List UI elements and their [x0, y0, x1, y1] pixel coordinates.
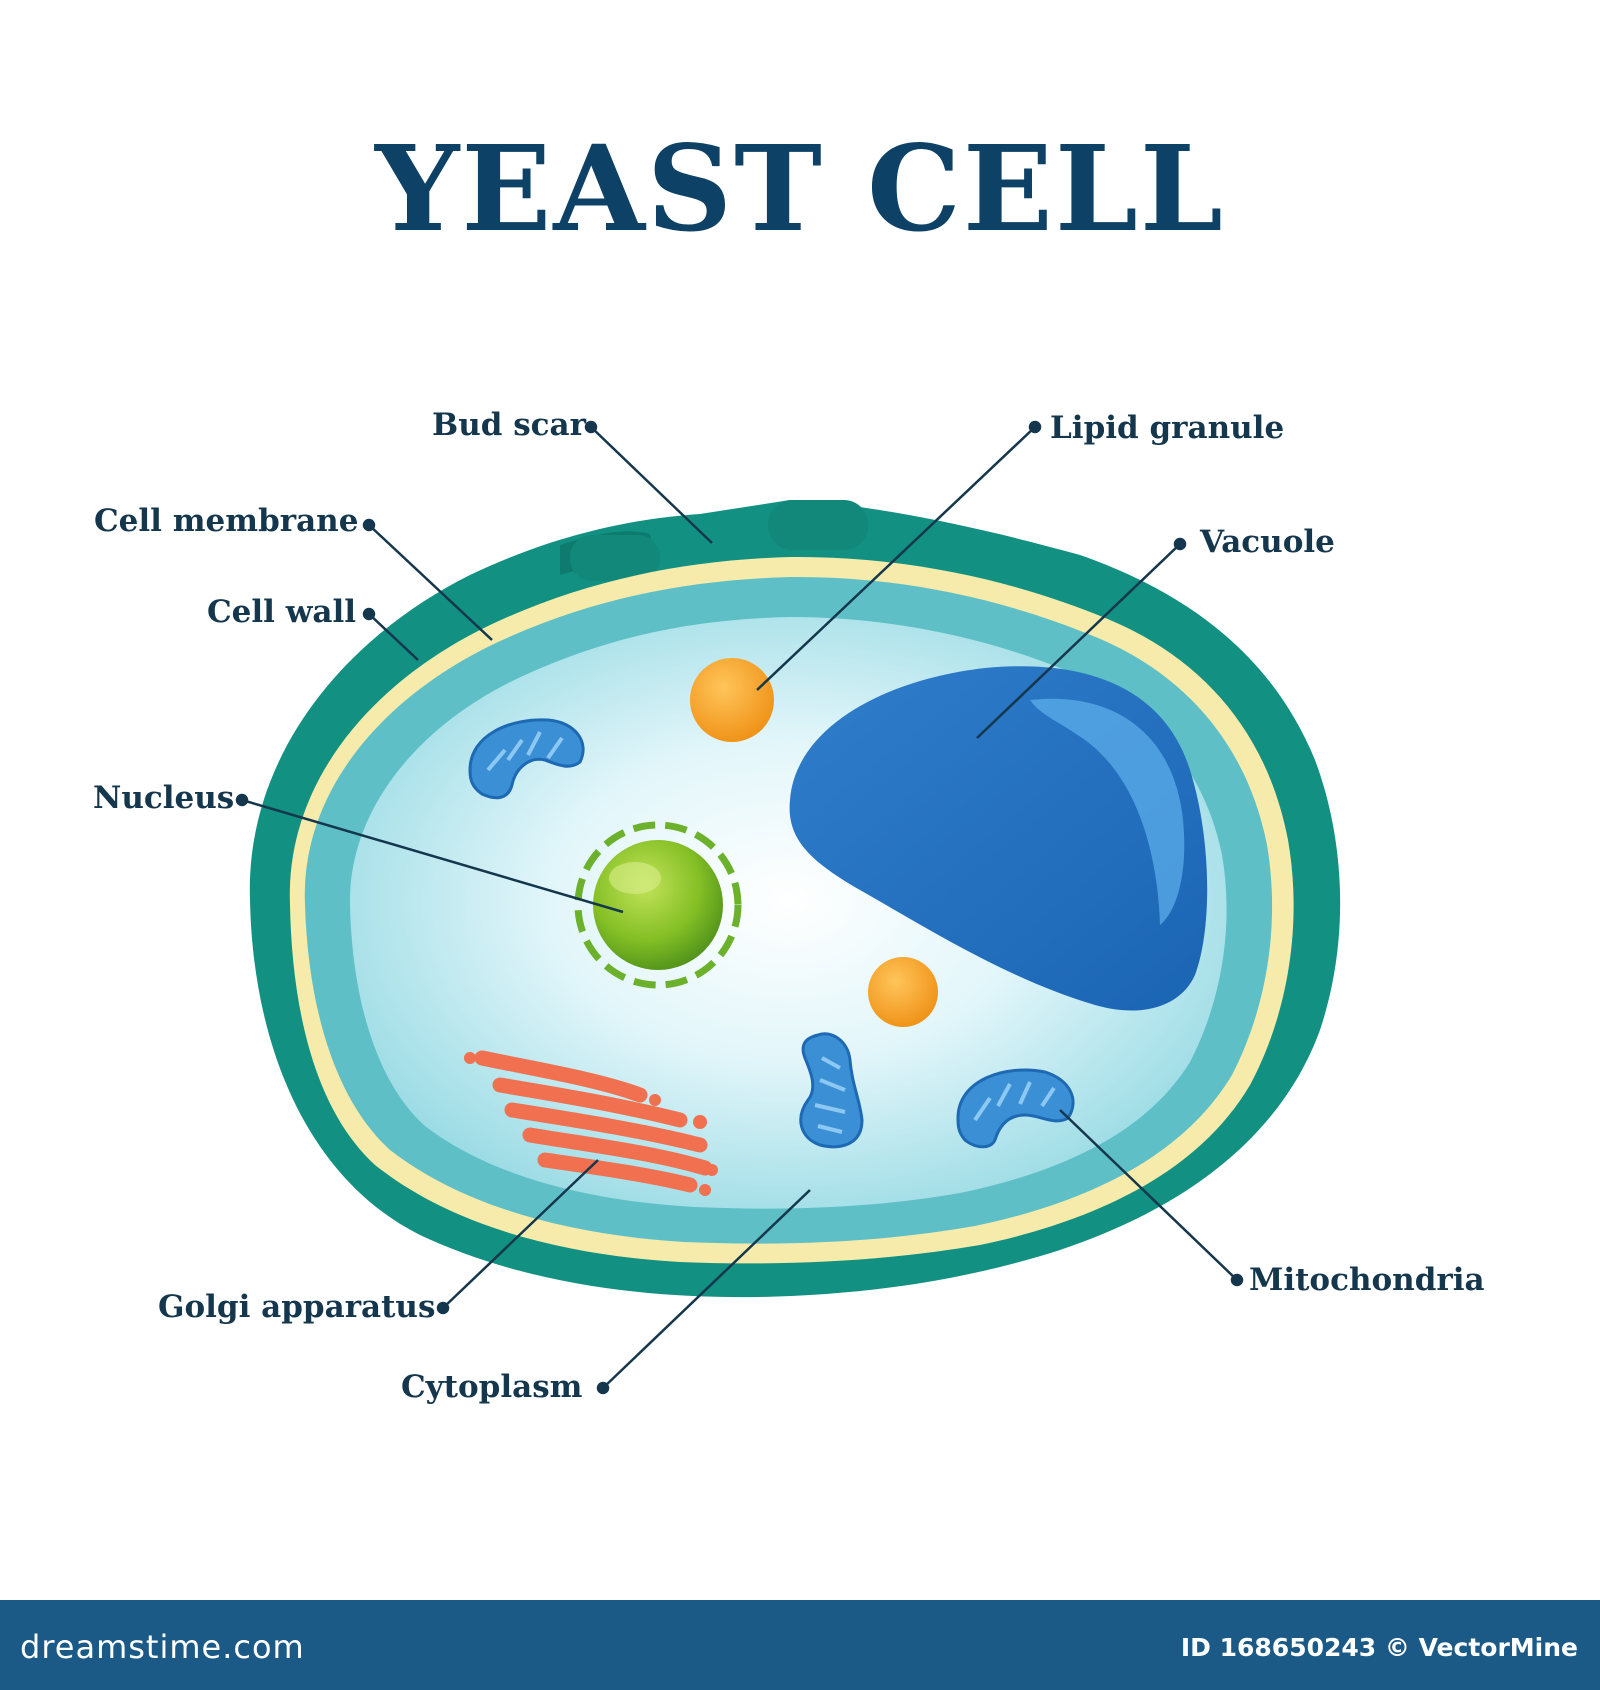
- leader-lipid-granule: [756, 426, 1036, 691]
- footer-brand[interactable]: dreamstime.com: [20, 1628, 305, 1666]
- label-golgi-apparatus: Golgi apparatus: [158, 1289, 436, 1325]
- label-cytoplasm: Cytoplasm: [401, 1369, 583, 1405]
- label-lipid-granule: Lipid granule: [1050, 410, 1285, 446]
- lipid-granule-2: [868, 957, 938, 1027]
- leader-nucleus: [241, 798, 624, 914]
- nuclear-envelope: [574, 821, 742, 989]
- nucleus-highlight: [609, 862, 661, 894]
- diagram-title: YEAST CELL: [375, 119, 1225, 258]
- vacuole-highlight: [1030, 698, 1185, 925]
- footer-image-id: ID 168650243 © VectorMine: [1180, 1633, 1578, 1662]
- leader-bud-scar: [590, 426, 713, 544]
- nucleus: [593, 840, 723, 970]
- leader-cytoplasm: [602, 1189, 811, 1389]
- golgi-apparatus: [464, 1050, 718, 1196]
- leader-cell-wall: [368, 613, 419, 661]
- bud-scar-right: [768, 500, 868, 550]
- mitochondrion-3: [956, 1068, 1075, 1149]
- label-bud-scar: Bud scar: [432, 407, 586, 443]
- leader-cell-membrane: [368, 524, 493, 641]
- mitochondrion-2: [799, 1032, 864, 1149]
- leader-vacuole: [976, 543, 1181, 739]
- bud-scar-left: [570, 535, 660, 581]
- label-cell-wall: Cell wall: [207, 594, 357, 630]
- leader-mitochondria: [1059, 1109, 1238, 1281]
- leader-golgi: [442, 1159, 599, 1309]
- label-nucleus: Nucleus: [93, 780, 235, 816]
- mitochondrion-1: [468, 718, 585, 800]
- lipid-granule-1: [690, 658, 774, 742]
- footer-bar: dreamstime.com ID 168650243 © VectorMine: [0, 1600, 1600, 1690]
- label-vacuole: Vacuole: [1200, 524, 1335, 560]
- label-cell-membrane: Cell membrane: [94, 503, 359, 539]
- label-mitochondria: Mitochondria: [1249, 1262, 1485, 1298]
